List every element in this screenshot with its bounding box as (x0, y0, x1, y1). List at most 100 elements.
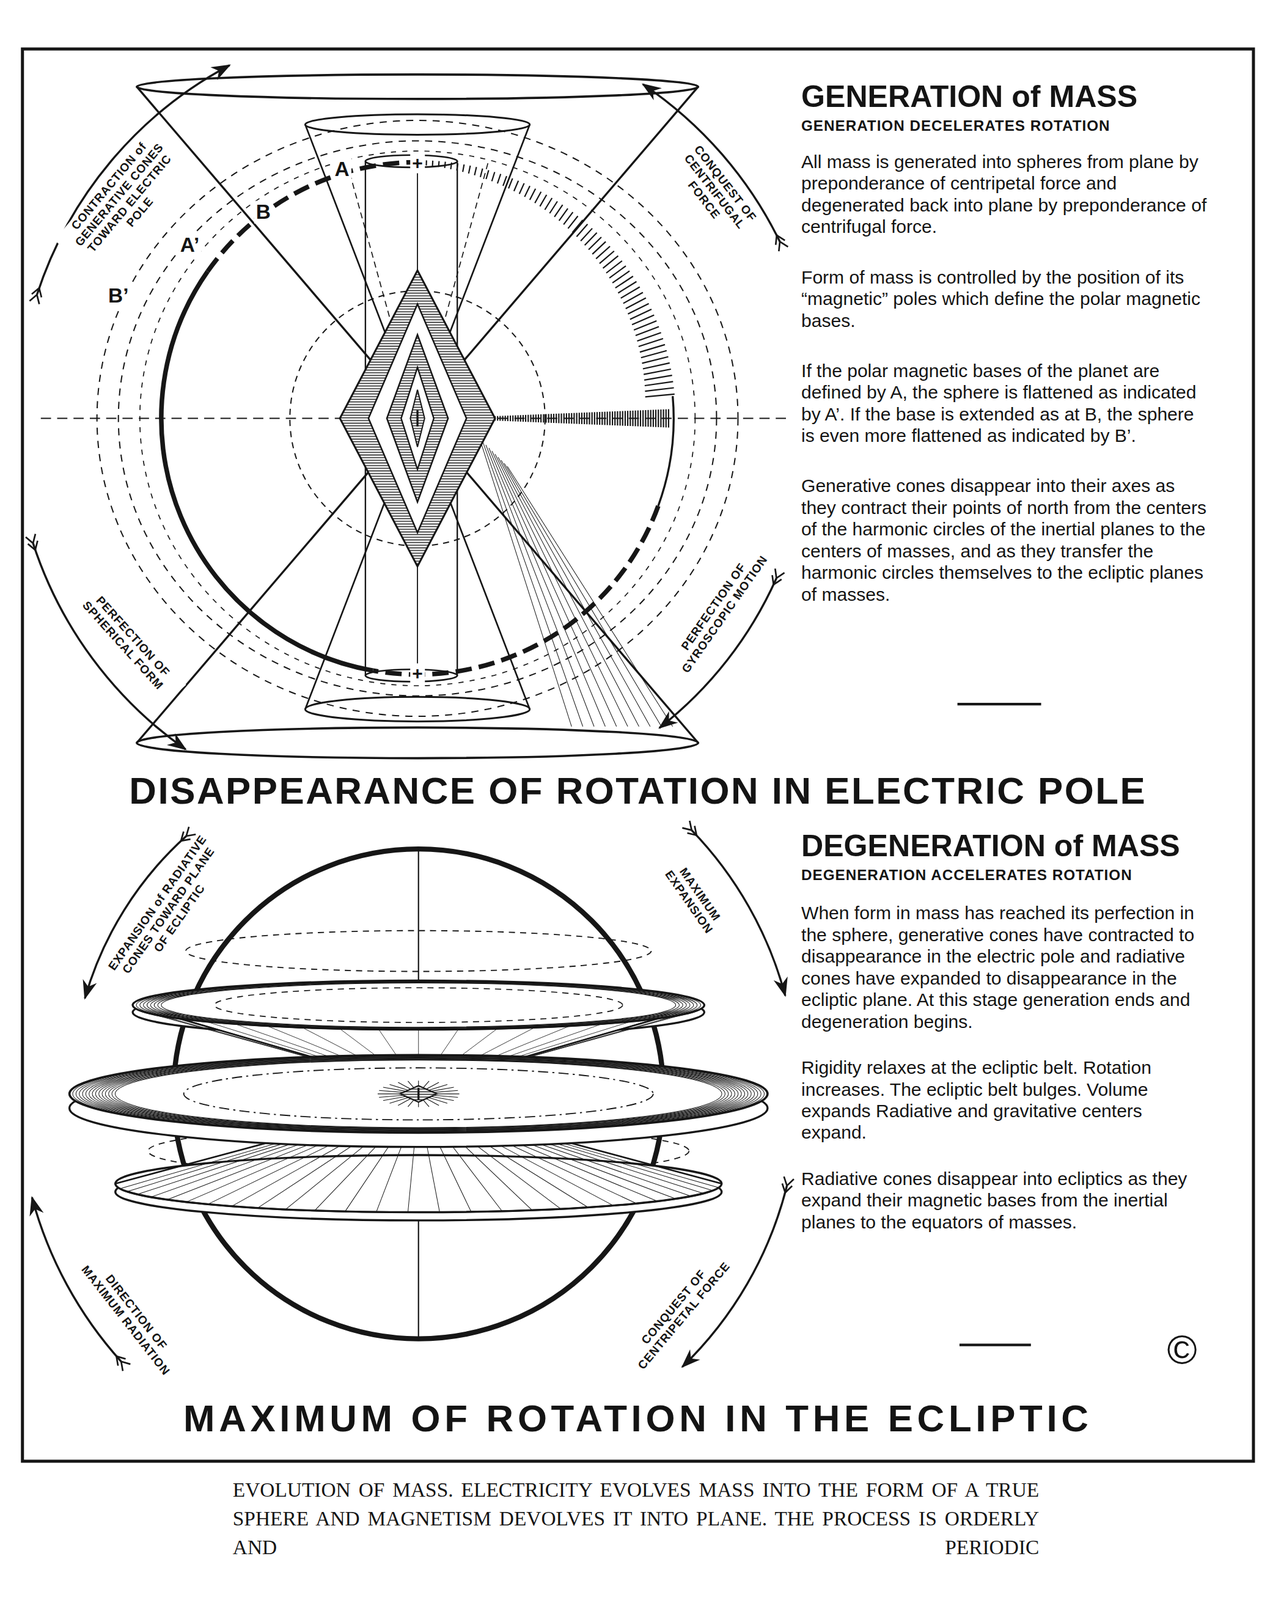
hatch-tick (520, 414, 522, 422)
arrow-feather (785, 1186, 793, 1193)
hatch-tick (555, 413, 557, 423)
figure-caption: EVOLUTION OF MASS. ELECTRICITY EVOLVES M… (232, 1475, 1039, 1562)
arc-label: CONQUEST OF CENTRIFUGAL FORCE (653, 122, 775, 261)
sparkle-line (425, 1082, 439, 1090)
diamond-shape (368, 304, 467, 533)
arrow-feather (121, 1361, 123, 1372)
hatch-tick (548, 413, 550, 423)
arrow-feather (689, 820, 692, 830)
cone-shading (507, 466, 673, 727)
hatch-tick (611, 411, 613, 426)
arrow-feather (180, 831, 184, 841)
hatch-tick (497, 174, 501, 184)
generation-figure (40, 74, 792, 759)
hatch-tick (668, 409, 670, 428)
copyright-mark: © (1166, 1328, 1197, 1370)
disc-ring (72, 1055, 765, 1133)
cone-edge (304, 124, 530, 710)
hatch-tick (598, 411, 601, 425)
hatch-tick (560, 413, 562, 424)
hatch-tick (550, 413, 552, 423)
disc-ring (105, 1059, 732, 1129)
hatch-tick (485, 169, 489, 180)
cone-edge (136, 86, 699, 744)
hatch-tick (557, 413, 560, 424)
hatch-tick (581, 412, 583, 425)
separator-dash (957, 702, 1042, 706)
arrow-head (659, 713, 676, 728)
hatch-tick (539, 194, 547, 207)
hatch-tick (545, 414, 547, 423)
hatch-tick (655, 409, 657, 427)
arrow-head (774, 978, 787, 996)
hatch-tick (616, 411, 618, 426)
cone-base (136, 727, 699, 758)
arrow-feather (33, 534, 36, 544)
arrow-feather (776, 235, 785, 241)
disc-edge (132, 980, 705, 1030)
hatch-tick (647, 410, 649, 427)
hatch-tick (535, 414, 537, 423)
hatch-tick (565, 413, 568, 424)
hatch-tick (645, 394, 675, 398)
hatch-tick (519, 183, 525, 194)
dashed-orbit (185, 930, 652, 972)
separator-dash (959, 1343, 1032, 1347)
hatch-tick (660, 409, 662, 428)
arc-label: CONTRACTION of GENERATIVE CONES TOWARD E… (54, 122, 195, 276)
arrow-feather (28, 543, 36, 551)
hatch-tick (540, 414, 542, 423)
arc-label: MAXIMUM EXPANSION (650, 844, 738, 953)
hatch-tick (588, 412, 590, 425)
dashed-orbit (214, 987, 623, 1023)
hatch-tick (456, 163, 458, 171)
hatch-tick (609, 265, 626, 279)
arrow-arc (33, 543, 186, 750)
hatch-tick (596, 411, 598, 425)
cone-base (304, 696, 530, 722)
hatch-tick (563, 212, 573, 225)
disc-ring (139, 981, 698, 1030)
cone-base (304, 114, 530, 135)
hatch-tick (631, 410, 634, 426)
arc-label: CONQUEST OF CENTRIPETAL FORCE (622, 1247, 736, 1376)
arrow-head (212, 65, 230, 79)
cone-shading (501, 460, 651, 727)
hatch-tick (601, 411, 603, 425)
arrow-feather (116, 1356, 118, 1366)
hatch-tick (639, 410, 642, 426)
cone-shading (482, 441, 584, 727)
arrow-arc (36, 65, 230, 296)
disc-ring (79, 1056, 758, 1132)
hatch-tick (474, 166, 477, 175)
hatch-tick (638, 338, 664, 347)
arrow-feather (784, 1176, 788, 1186)
disc-ring (102, 1058, 735, 1129)
arrow-head (30, 1197, 43, 1215)
body-paragraph: When form in mass has reached its perfec… (801, 902, 1210, 1033)
sparkle-line (428, 1097, 448, 1104)
disc-ring (114, 1060, 722, 1128)
hatch-tick (451, 162, 452, 170)
disc-ring (108, 1059, 729, 1129)
body-paragraph: Radiative cones disappear into ecliptics… (801, 1167, 1210, 1233)
arrow-head (682, 1351, 698, 1368)
point-letter: A’ (178, 233, 202, 257)
hatch-tick (559, 208, 568, 221)
arrow-feather (25, 537, 34, 544)
hatch-tick (644, 410, 647, 427)
arrow-feather (121, 1361, 131, 1365)
hatch-tick (462, 164, 464, 172)
hatch-tick (513, 180, 519, 192)
hatch-tick (537, 414, 540, 423)
arc-label: EXPANSION of RADIATIVE CONES TOWARD PLAN… (103, 829, 235, 992)
hatch-tick (527, 414, 529, 423)
hatch-tick (634, 410, 637, 427)
hatch-tick (642, 410, 644, 427)
arrow-feather (31, 287, 40, 294)
arrow-feather (779, 241, 788, 247)
hatch-tick (529, 414, 532, 423)
sparkle-line (378, 1090, 405, 1093)
arrow-feather (116, 1356, 126, 1359)
